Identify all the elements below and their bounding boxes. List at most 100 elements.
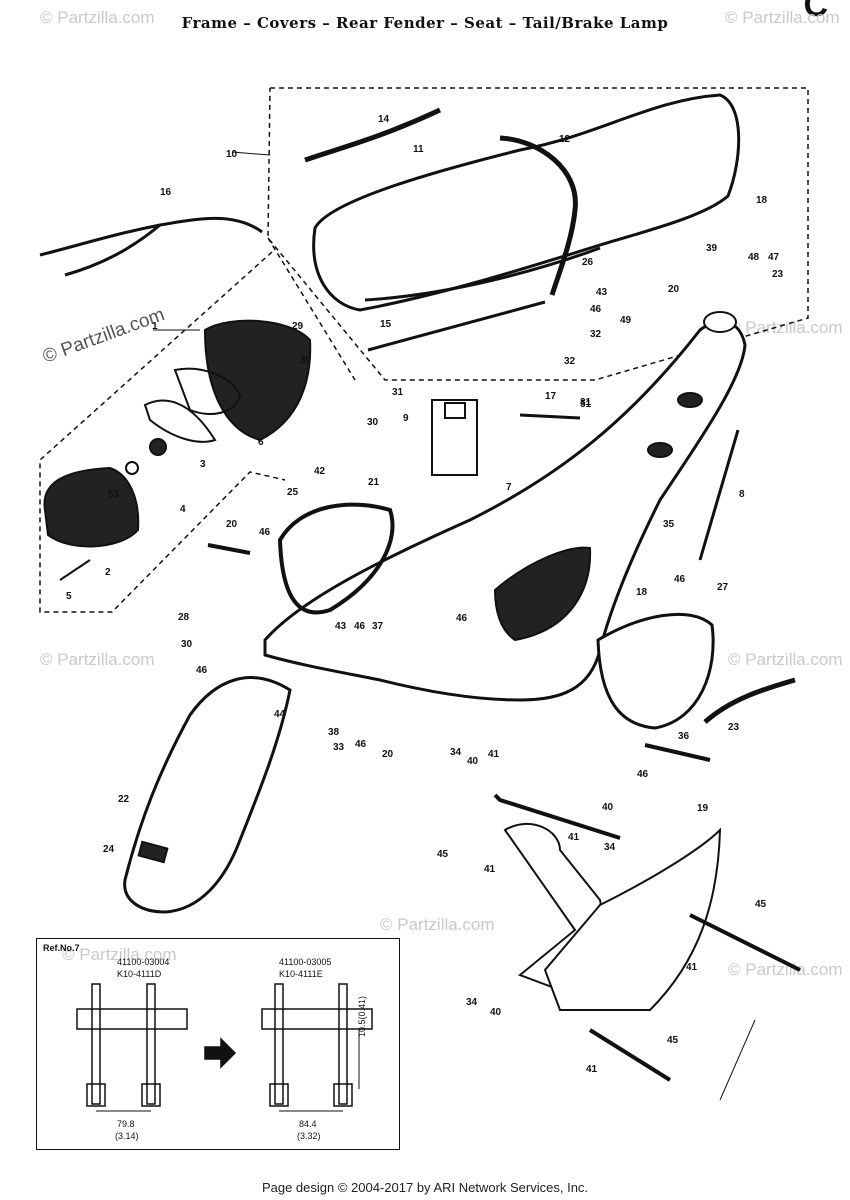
inset-right-code: K10-4111E [279,969,323,979]
seat-trim [364,246,601,302]
watermark: © Partzilla.com [725,8,840,27]
side-cover-18 [596,612,715,730]
watermark: © Partzilla.com [380,915,495,934]
callout-15: 15 [380,319,392,330]
callout-41e: 41 [586,1064,598,1075]
callout-44: 44 [274,709,286,720]
callout-38: 38 [328,727,340,738]
taillamp-group-outline [39,251,286,613]
callout-46f: 46 [637,769,649,780]
rear-fender [123,676,292,914]
callout-30: 30 [181,639,193,650]
callout-46e: 46 [456,613,468,624]
corner-letter: C [803,0,828,24]
taillamp-gasket [173,367,242,415]
callout-35: 35 [663,519,675,530]
callout-40b: 40 [602,802,614,813]
callout-39: 39 [706,243,718,254]
bulb [149,438,167,456]
callout-46b: 46 [196,665,208,676]
inset-ref-label: Ref.No.7 [43,943,80,953]
screw-5 [59,559,91,581]
watermark: © Partzilla.com [40,8,155,27]
bolt-45c [588,1028,672,1082]
inset-left-dim: 79.8 [117,1119,135,1129]
bolt-19 [644,743,711,762]
callout-46g: 46 [674,574,686,585]
fender-bolt-24 [137,840,169,864]
callout-45c: 45 [667,1035,679,1046]
socket-9-cap [444,402,466,419]
callout-11: 11 [413,144,424,155]
callout-41d: 41 [686,962,698,973]
inset-left-dim-in: (3.14) [115,1131,139,1141]
callout-27: 27 [717,582,729,593]
frame-hole [647,442,673,458]
callout-9: 9 [403,413,409,424]
callout-45: 45 [437,849,449,860]
ref-no-7-detail-box: Ref.No.7 41100-03004 K10-4111D 41100-030… [36,938,400,1150]
callout-28: 28 [178,612,190,623]
taillamp-base [203,319,312,442]
watermark: © Partzilla.com [728,650,843,669]
inset-left-part-number: 41100-03004 [117,957,170,967]
callout-20b: 20 [382,749,394,760]
watermark: © Partzilla.com [728,960,843,979]
callout-23: 23 [728,722,740,733]
callout-49: 49 [620,315,632,326]
callout-40: 40 [467,756,479,767]
callout-33: 33 [333,742,345,753]
callout-46c: 46 [354,621,366,632]
callout-41c: 41 [484,864,496,875]
callout-26: 26 [582,257,594,268]
bulb-socket [125,461,139,475]
callout-47: 47 [768,252,780,263]
callout-3: 3 [200,459,206,470]
callout-4: 4 [180,504,186,515]
callout-34: 34 [450,747,462,758]
callout-42: 42 [314,466,326,477]
watermark: © Partzilla.com [62,945,177,964]
callout-46: 46 [259,527,271,538]
inset-left-code: K10-4111D [117,969,162,979]
watermark: © Partzilla.com [40,650,155,669]
callout-30b: 30 [367,417,379,428]
callout-2: 2 [105,567,111,578]
callout-46d: 46 [355,739,367,750]
callout-41: 41 [488,749,500,760]
diagram-title: Frame – Covers – Rear Fender – Seat – Ta… [181,14,669,32]
callout-24: 24 [103,844,115,855]
callout-40c: 40 [490,1007,502,1018]
bolt-20 [207,543,251,555]
callout-10: 10 [226,149,238,160]
callout-31: 31 [392,387,404,398]
taillamp-bracket [143,399,217,443]
frame-hole [677,392,703,408]
bolt-45b [689,913,801,972]
callout-20: 20 [226,519,238,530]
callout-5: 5 [66,591,72,602]
inset-right-part-number: 41100-03005 [279,957,332,967]
callout-6: 6 [258,437,264,448]
taillamp-group-outline-2 [267,237,356,381]
callout-43b: 43 [596,287,608,298]
callout-32b: 32 [564,356,576,367]
callout-51: 51 [580,399,592,410]
callout-29: 29 [292,321,304,332]
callout-1: 1 [152,321,158,332]
callout-20c: 20 [668,284,680,295]
callout-14: 14 [378,114,390,125]
callout-17: 17 [545,391,557,402]
shaft-8 [698,429,740,561]
taillamp-lens [43,466,140,548]
strap-14 [304,107,442,163]
frame-hole [703,311,737,333]
callout-30c: 30 [300,355,312,366]
inset-right-dim-in: (3.32) [297,1131,321,1141]
callout-18b: 18 [756,195,768,206]
bolt-45a [493,793,621,840]
callout-48: 48 [748,252,760,263]
callout-36: 36 [678,731,690,742]
callout-31b: 31 [580,397,592,408]
